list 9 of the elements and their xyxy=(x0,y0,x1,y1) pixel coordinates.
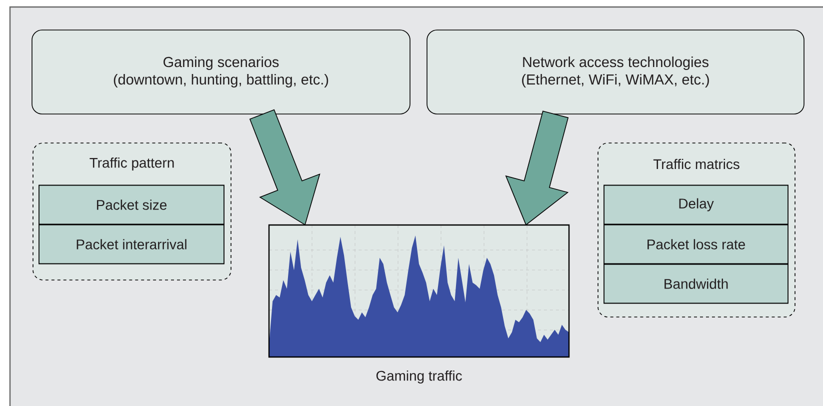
block-arrow xyxy=(505,110,569,226)
source-box: Gaming scenarios (downtown, hunting, battling, etc.) xyxy=(32,30,410,114)
source-box: Network access technologies (Ethernet, WiFi, WiMAX, etc.) xyxy=(426,30,804,114)
table-row: Packet loss rate xyxy=(604,224,788,264)
table-row: Bandwidth xyxy=(604,264,788,304)
chart-caption: Gaming traffic xyxy=(376,370,462,384)
table-row: Packet interarrival xyxy=(38,224,224,264)
table-row: Packet size xyxy=(38,184,224,225)
table-row: Delay xyxy=(604,184,788,225)
